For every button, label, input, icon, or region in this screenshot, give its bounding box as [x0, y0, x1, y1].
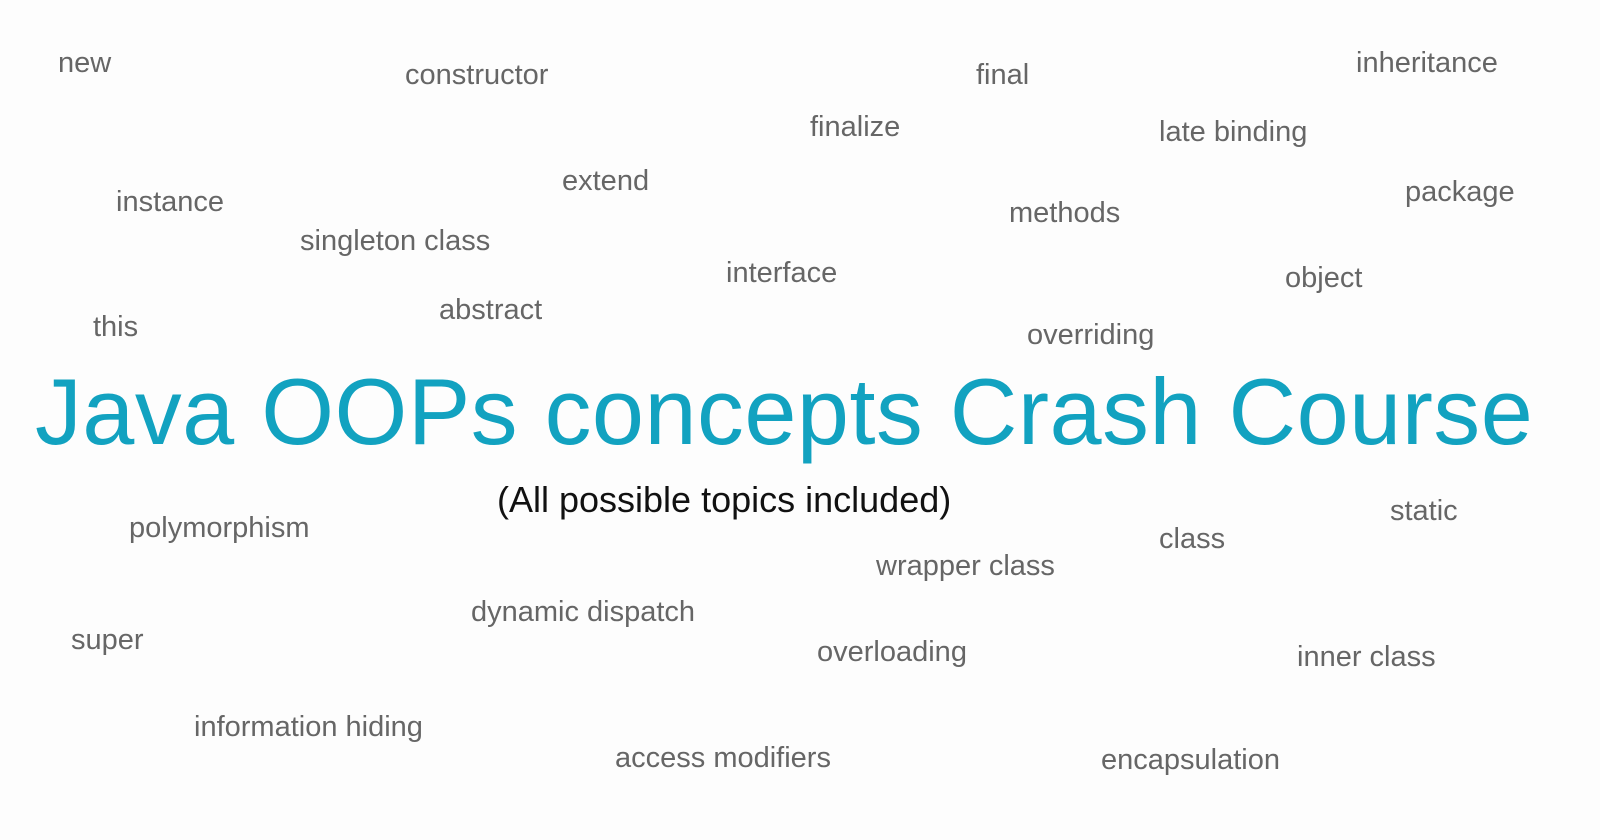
word-overriding: overriding	[1027, 319, 1155, 351]
word-constructor: constructor	[405, 59, 549, 91]
word-this: this	[93, 311, 139, 343]
word-finalize: finalize	[810, 111, 901, 143]
word-abstract: abstract	[439, 294, 543, 326]
word-class: class	[1159, 523, 1226, 555]
word-wrapper-class: wrapper class	[876, 550, 1055, 582]
word-interface: interface	[726, 257, 838, 289]
word-information-hiding: information hiding	[194, 711, 423, 743]
word-dynamic-dispatch: dynamic dispatch	[471, 596, 696, 628]
word-inner-class: inner class	[1297, 641, 1436, 673]
word-static: static	[1390, 495, 1458, 527]
word-inheritance: inheritance	[1356, 47, 1498, 79]
word-late-binding: late binding	[1159, 116, 1308, 148]
word-encapsulation: encapsulation	[1101, 744, 1280, 776]
word-object: object	[1285, 262, 1363, 294]
word-final: final	[976, 59, 1030, 91]
word-overloading: overloading	[817, 636, 967, 668]
page-title: Java OOPs concepts Crash Course	[35, 359, 1534, 464]
word-super: super	[71, 624, 144, 656]
word-package: package	[1405, 176, 1515, 208]
word-methods: methods	[1009, 197, 1121, 229]
word-instance: instance	[116, 186, 225, 218]
subtitle: (All possible topics included)	[497, 479, 952, 520]
word-singleton-class: singleton class	[300, 225, 491, 257]
word-polymorphism: polymorphism	[129, 512, 310, 544]
word-new: new	[58, 47, 112, 79]
word-extend: extend	[562, 165, 650, 197]
word-access-modifiers: access modifiers	[615, 742, 831, 774]
